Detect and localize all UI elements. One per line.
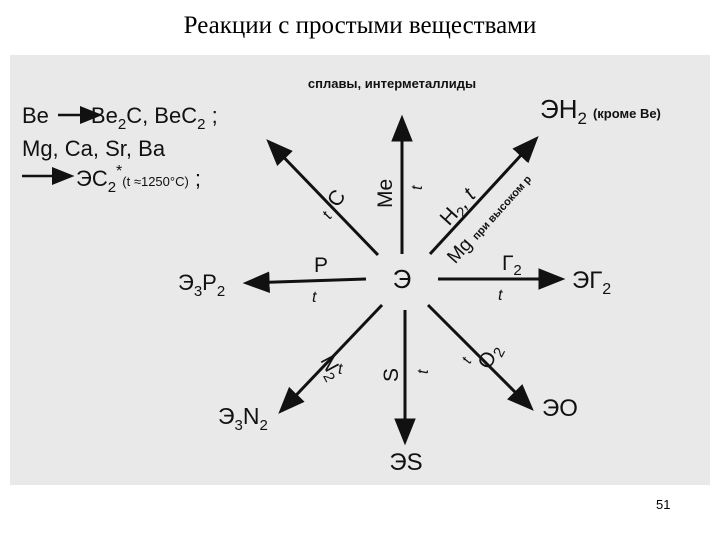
reaction-scheme: Э сплавы, интерметаллиды Me t ЭН2(кроме … xyxy=(10,55,710,485)
arrow-up-left xyxy=(266,139,380,257)
top-note: сплавы, интерметаллиды xyxy=(308,76,476,91)
top-left-line3: ЭC2*(t ≈1250°C) ; xyxy=(76,163,201,196)
top-right-product: ЭН2(кроме Be) xyxy=(540,94,661,128)
scheme-background xyxy=(10,55,710,485)
left-reagent: P xyxy=(314,254,328,277)
arrow-down-right xyxy=(426,303,534,411)
right-reagent: Г2 xyxy=(502,252,522,279)
top-condition: t xyxy=(409,185,426,190)
top-reagent: Me xyxy=(374,179,397,208)
left-condition: t xyxy=(312,289,317,306)
arrow-up-right xyxy=(428,136,539,256)
bottom-reagent: S xyxy=(380,368,403,382)
bottom-left-product: Э3N2 xyxy=(218,403,268,434)
right-condition: t xyxy=(498,287,503,304)
right-product: ЭГ2 xyxy=(572,267,611,298)
center-element: Э xyxy=(393,264,412,294)
bottom-right-product: ЭО xyxy=(542,395,578,422)
arrow-down-left xyxy=(278,303,384,414)
bottom-product: ЭS xyxy=(389,449,422,476)
slide-title: Реакции с простыми веществами xyxy=(183,12,537,39)
bottom-condition: t xyxy=(415,369,432,374)
arrow-left xyxy=(242,271,367,294)
bottom-left-condition: t xyxy=(338,361,343,378)
left-product: Э3P2 xyxy=(178,270,225,300)
page-number: 51 xyxy=(656,497,671,512)
top-left-line2: Mg, Ca, Sr, Ba xyxy=(22,136,166,161)
